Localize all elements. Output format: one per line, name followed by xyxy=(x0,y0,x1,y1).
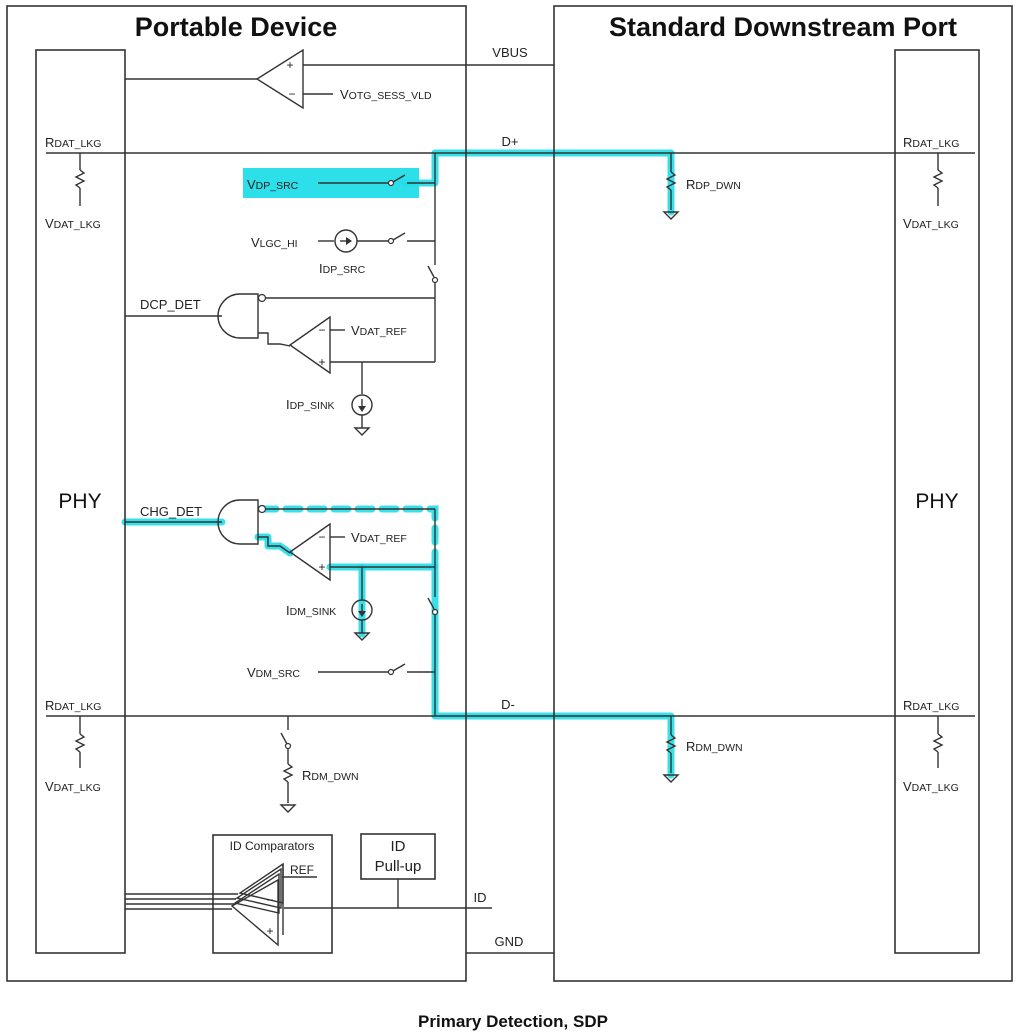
ground-icon xyxy=(662,774,680,783)
switch-icon xyxy=(431,276,439,284)
svg-text:−: − xyxy=(318,323,325,337)
svg-text:ID Comparators: ID Comparators xyxy=(230,839,315,853)
switch-icon xyxy=(387,179,395,187)
svg-text:RDAT_LKG: RDAT_LKG xyxy=(903,698,959,713)
chg-feedback-dashed-highlight xyxy=(258,505,439,571)
svg-text:IDM_SINK: IDM_SINK xyxy=(286,603,336,618)
svg-text:+: + xyxy=(318,355,325,369)
svg-text:IDP_SINK: IDP_SINK xyxy=(286,397,335,412)
svg-text:VDAT_LKG: VDAT_LKG xyxy=(45,779,101,794)
switch-icon xyxy=(387,668,395,676)
svg-text:VDM_SRC: VDM_SRC xyxy=(247,665,300,680)
svg-text:+: + xyxy=(286,58,293,72)
resistor-icon xyxy=(282,763,294,783)
svg-text:+: + xyxy=(266,924,273,938)
portable-rdm-dwn-resistor: RDM_DWN xyxy=(279,716,359,813)
svg-text:RDP_DWN: RDP_DWN xyxy=(686,177,741,192)
comparator-icon xyxy=(230,878,279,947)
dplus-highlight-path xyxy=(400,149,675,216)
svg-text:VDAT_LKG: VDAT_LKG xyxy=(903,216,959,231)
right-phy-block xyxy=(894,49,980,954)
right-phy-label: PHY xyxy=(915,490,958,513)
left-dminus-leak-resistor: RDAT_LKG VDAT_LKG xyxy=(45,698,101,794)
svg-text:VDAT_LKG: VDAT_LKG xyxy=(903,779,959,794)
svg-text:RDAT_LKG: RDAT_LKG xyxy=(903,135,959,150)
svg-text:RDAT_LKG: RDAT_LKG xyxy=(45,698,101,713)
portable-device-block xyxy=(6,5,467,982)
svg-text:VDAT_REF: VDAT_REF xyxy=(351,323,407,338)
chg-det-logic: CHG_DET − + VDAT_REF IDM_SINK xyxy=(125,499,435,641)
dminus-highlight-path xyxy=(326,563,675,779)
svg-text:IDP_SRC: IDP_SRC xyxy=(319,261,366,276)
id-comparators: ID Comparators REF − + xyxy=(125,834,333,954)
svg-text:−: − xyxy=(318,530,325,544)
and-gate-icon xyxy=(217,499,259,545)
id-pullup: ID Pull-up xyxy=(360,833,436,908)
vbus-label: VBUS xyxy=(492,45,528,60)
gnd-label: GND xyxy=(495,934,524,949)
switch-icon xyxy=(284,742,292,750)
svg-text:RDAT_LKG: RDAT_LKG xyxy=(45,135,101,150)
svg-text:DCP_DET: DCP_DET xyxy=(140,297,201,312)
svg-text:VDAT_LKG: VDAT_LKG xyxy=(45,216,101,231)
comparator-icon xyxy=(288,522,331,582)
resistor-icon xyxy=(665,171,677,191)
resistor-icon xyxy=(665,734,677,754)
sdp-rdm-dwn-resistor: RDM_DWN xyxy=(662,716,743,783)
switch-icon xyxy=(387,237,395,245)
svg-text:−: − xyxy=(288,87,295,101)
resistor-icon xyxy=(932,169,944,189)
dplus-comparator-switch xyxy=(427,265,439,362)
svg-text:Pull-up: Pull-up xyxy=(375,858,422,875)
id-label: ID xyxy=(474,890,487,905)
dminus-label: D- xyxy=(501,697,515,712)
inverter-bubble-icon xyxy=(257,504,267,514)
diagram-caption: Primary Detection, SDP xyxy=(418,1012,608,1031)
ground-icon xyxy=(662,211,680,220)
vbus-comparator: + − VOTG_SESS_VLD xyxy=(125,48,554,110)
dminus-comparator-switch xyxy=(427,597,439,716)
resistor-icon xyxy=(74,733,86,753)
svg-text:−: − xyxy=(266,893,273,907)
svg-text:ID: ID xyxy=(391,838,406,855)
comparator-output-highlight xyxy=(254,533,294,557)
svg-text:RDM_DWN: RDM_DWN xyxy=(686,739,743,754)
switch-icon xyxy=(431,608,439,616)
svg-text:VLGC_HI: VLGC_HI xyxy=(251,235,298,250)
svg-text:VDP_SRC: VDP_SRC xyxy=(247,177,299,192)
rdp-dwn-resistor: RDP_DWN xyxy=(662,153,741,220)
right-dminus-leak-resistor: RDAT_LKG VDAT_LKG xyxy=(903,698,959,794)
resistor-icon xyxy=(932,733,944,753)
inverter-bubble-icon xyxy=(257,293,267,303)
ground-icon xyxy=(353,427,371,436)
highlighted-path xyxy=(121,149,675,779)
svg-text:VDAT_REF: VDAT_REF xyxy=(351,530,407,545)
dcp-det-logic: DCP_DET − + VDAT_REF IDP_SINK xyxy=(125,293,435,436)
votg-sess-vld-label: VOTG_SESS_VLD xyxy=(340,87,432,102)
ground-icon xyxy=(353,632,371,641)
left-dplus-leak-resistor: RDAT_LKG VDAT_LKG xyxy=(45,135,101,231)
left-phy-label: PHY xyxy=(58,490,101,513)
right-dplus-leak-resistor: RDAT_LKG VDAT_LKG xyxy=(903,135,959,231)
sdp-block xyxy=(553,5,1013,982)
sdp-title: Standard Downstream Port xyxy=(609,12,957,42)
svg-text:+: + xyxy=(318,560,325,574)
vdp-src-switch: VDP_SRC xyxy=(247,174,435,192)
comparator-icon xyxy=(288,315,331,375)
idp-src-current-source: VLGC_HI IDP_SRC xyxy=(251,229,435,276)
left-phy-block xyxy=(35,49,126,954)
ground-icon xyxy=(279,804,297,813)
svg-text:CHG_DET: CHG_DET xyxy=(140,504,202,519)
svg-text:REF: REF xyxy=(290,863,314,877)
dplus-label: D+ xyxy=(502,134,519,149)
svg-text:RDM_DWN: RDM_DWN xyxy=(302,768,359,783)
vdm-src-switch: VDM_SRC xyxy=(247,663,435,680)
portable-device-title: Portable Device xyxy=(135,12,338,42)
resistor-icon xyxy=(74,169,86,189)
and-gate-icon xyxy=(217,293,259,339)
